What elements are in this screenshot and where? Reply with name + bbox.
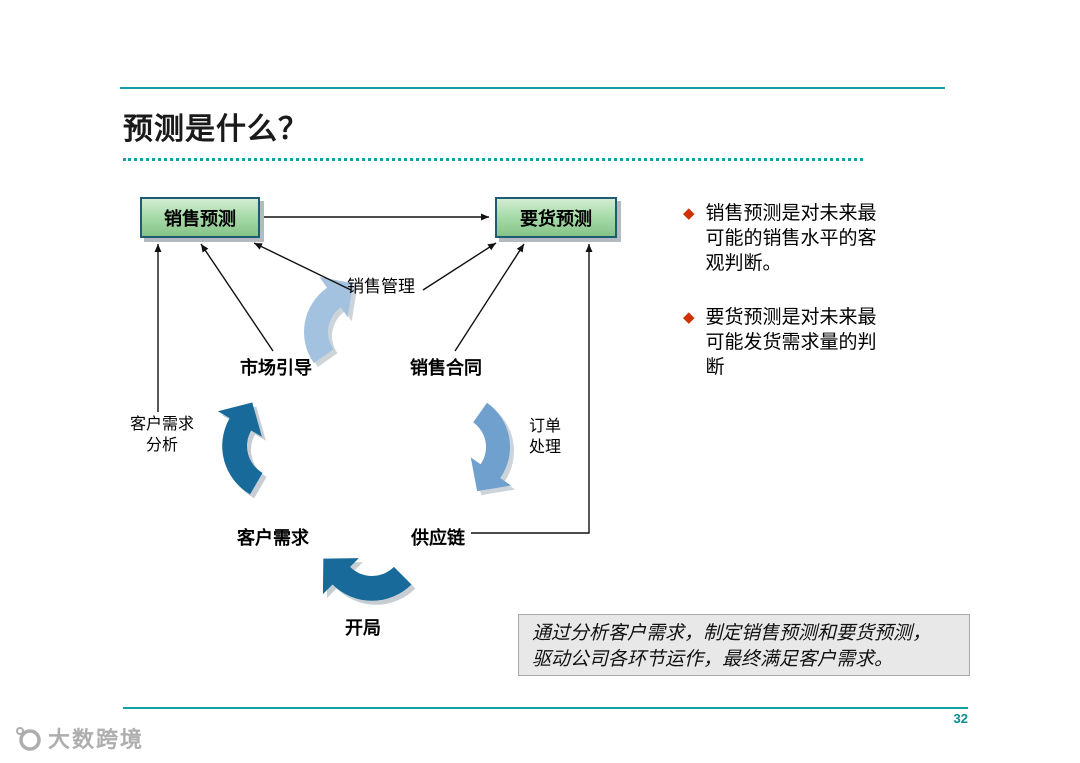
bullet-line: 断 <box>705 357 725 378</box>
bullet-line: 要货预测是对未来最 <box>705 307 877 328</box>
summary-note-line2: 驱动公司各环节运作，最终满足客户需求。 <box>532 649 894 670</box>
page-title: 预测是什么？ <box>123 113 309 146</box>
label-supply-chain: 供应链 <box>411 528 465 548</box>
bullet-sales-forecast: ◆ 销售预测是对未来最 可能的销售水平的客 观判断。 <box>683 201 923 276</box>
bullet-line: 可能的销售水平的客 <box>705 228 877 249</box>
label-opening: 开局 <box>345 618 381 638</box>
bullet-sales-forecast-text: 销售预测是对未来最 可能的销售水平的客 观判断。 <box>706 201 877 276</box>
bottom-divider <box>123 707 968 709</box>
box-demand-forecast: 要货预测 <box>495 197 617 238</box>
label-order-processing-line1: 订单 <box>529 418 562 435</box>
connector-mgmt-to-demand-forecast <box>422 242 497 291</box>
bullet-line: 观判断。 <box>705 253 782 274</box>
bullet-line: 可能发货需求量的判 <box>705 332 877 353</box>
connector-contract-to-demand-forecast <box>454 243 525 352</box>
top-divider <box>120 87 945 89</box>
label-sales-management: 销售管理 <box>347 277 415 296</box>
connector-market-to-sales-forecast <box>200 243 274 352</box>
page-number: 32 <box>953 711 968 726</box>
label-customer-demand-analysis-line1: 客户需求 <box>129 416 194 433</box>
diamond-bullet-icon: ◆ <box>683 205 695 222</box>
bullet-line: 销售预测是对未来最 <box>705 203 877 224</box>
watermark-text: 大数跨境 <box>48 727 145 752</box>
label-order-processing: 订单 处理 <box>519 416 589 458</box>
watermark: 大数跨境 <box>12 722 144 754</box>
summary-note-line1: 通过分析客户需求，制定销售预测和要货预测， <box>532 623 932 644</box>
box-sales-forecast-label: 销售预测 <box>164 208 236 229</box>
label-sales-contract: 销售合同 <box>410 358 482 378</box>
label-order-processing-line2: 处理 <box>529 439 562 456</box>
label-customer-demand-analysis-line2: 分析 <box>145 437 178 454</box>
summary-note: 通过分析客户需求，制定销售预测和要货预测， 驱动公司各环节运作，最终满足客户需求… <box>518 614 970 676</box>
box-sales-forecast: 销售预测 <box>140 197 260 238</box>
label-customer-demand: 客户需求 <box>237 528 309 548</box>
connector-supply-to-demand-forecast <box>471 244 593 534</box>
connector-mgmt-to-sales-forecast <box>253 242 352 291</box>
bullet-demand-forecast-text: 要货预测是对未来最 可能发货需求量的判 断 <box>706 305 877 380</box>
watermark-logo-icon <box>16 727 41 751</box>
bullet-demand-forecast: ◆ 要货预测是对未来最 可能发货需求量的判 断 <box>683 305 923 380</box>
title-dotted-divider <box>123 158 863 161</box>
label-customer-demand-analysis: 客户需求 分析 <box>112 414 212 456</box>
label-market-guidance: 市场引导 <box>240 358 312 378</box>
box-demand-forecast-label: 要货预测 <box>520 208 592 229</box>
diamond-bullet-icon: ◆ <box>683 309 695 326</box>
